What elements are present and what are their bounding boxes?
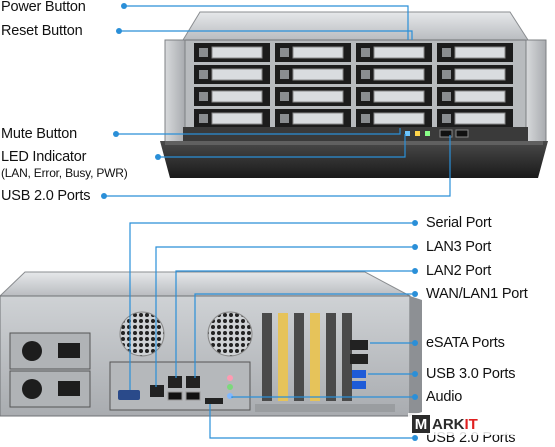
- drive-bay: [194, 43, 270, 62]
- rear-unit: [0, 271, 422, 417]
- front-rack-ear-left: [164, 39, 186, 145]
- callout-lines: [104, 5, 451, 439]
- wan-lan1-connector: [186, 376, 200, 388]
- label-reset-button: Reset Button: [1, 23, 83, 39]
- label-esata-ports: eSATA Ports: [426, 335, 505, 351]
- audio-jack-1: [227, 375, 233, 381]
- label-led-indicator-detail: (LAN, Error, Busy, PWR): [1, 166, 128, 180]
- drive-bay: [437, 65, 513, 84]
- drive-bays: [194, 43, 513, 128]
- drive-bay: [356, 65, 432, 84]
- label-mute-button: Mute Button: [1, 126, 77, 142]
- label-usb20-front: USB 2.0 Ports: [1, 188, 91, 204]
- front-unit: [160, 11, 548, 178]
- drive-bay: [194, 87, 270, 106]
- label-wan-lan1-port: WAN/LAN1 Port: [426, 286, 528, 302]
- drive-bay: [275, 43, 351, 62]
- drive-bay: [437, 87, 513, 106]
- markit-watermark: M ARKIT: [408, 413, 526, 435]
- label-power-button: Power Button: [1, 0, 86, 15]
- front-rack-ear-right: [525, 39, 547, 145]
- drive-bay: [356, 109, 432, 128]
- drive-bay: [356, 87, 432, 106]
- pcie-slots: [262, 313, 352, 401]
- front-usb-port: [439, 129, 453, 138]
- drive-bay: [275, 65, 351, 84]
- drive-bay: [275, 109, 351, 128]
- rear-fan-vent-2: [207, 311, 253, 357]
- front-led-indicator: [405, 131, 410, 136]
- callout-dots: [101, 3, 418, 441]
- label-led-indicator: LED Indicator: [1, 149, 87, 165]
- drive-bay: [275, 87, 351, 106]
- label-usb30-ports: USB 3.0 Ports: [426, 366, 516, 382]
- label-lan3-port: LAN3 Port: [426, 239, 492, 255]
- esata-port-1: [350, 340, 368, 350]
- rear-fan-vent-1: [119, 311, 165, 357]
- drive-bay: [437, 109, 513, 128]
- serial-port-connector: [118, 390, 140, 400]
- label-audio: Audio: [426, 389, 463, 405]
- watermark-text: ARKIT: [432, 415, 478, 433]
- label-serial-port: Serial Port: [426, 215, 492, 231]
- rear-top-lid: [0, 271, 411, 297]
- power-supplies: [9, 332, 91, 408]
- drive-bay: [356, 43, 432, 62]
- drive-bay: [437, 43, 513, 62]
- usb30-port-1: [352, 370, 366, 378]
- label-lan2-port: LAN2 Port: [426, 263, 492, 279]
- front-top-lid: [182, 11, 529, 41]
- drive-bay: [194, 109, 270, 128]
- lan2-connector: [168, 376, 182, 388]
- watermark-letter: M: [412, 415, 430, 433]
- drive-bay: [194, 65, 270, 84]
- front-base-plate: [160, 141, 548, 178]
- lan3-connector: [150, 385, 164, 397]
